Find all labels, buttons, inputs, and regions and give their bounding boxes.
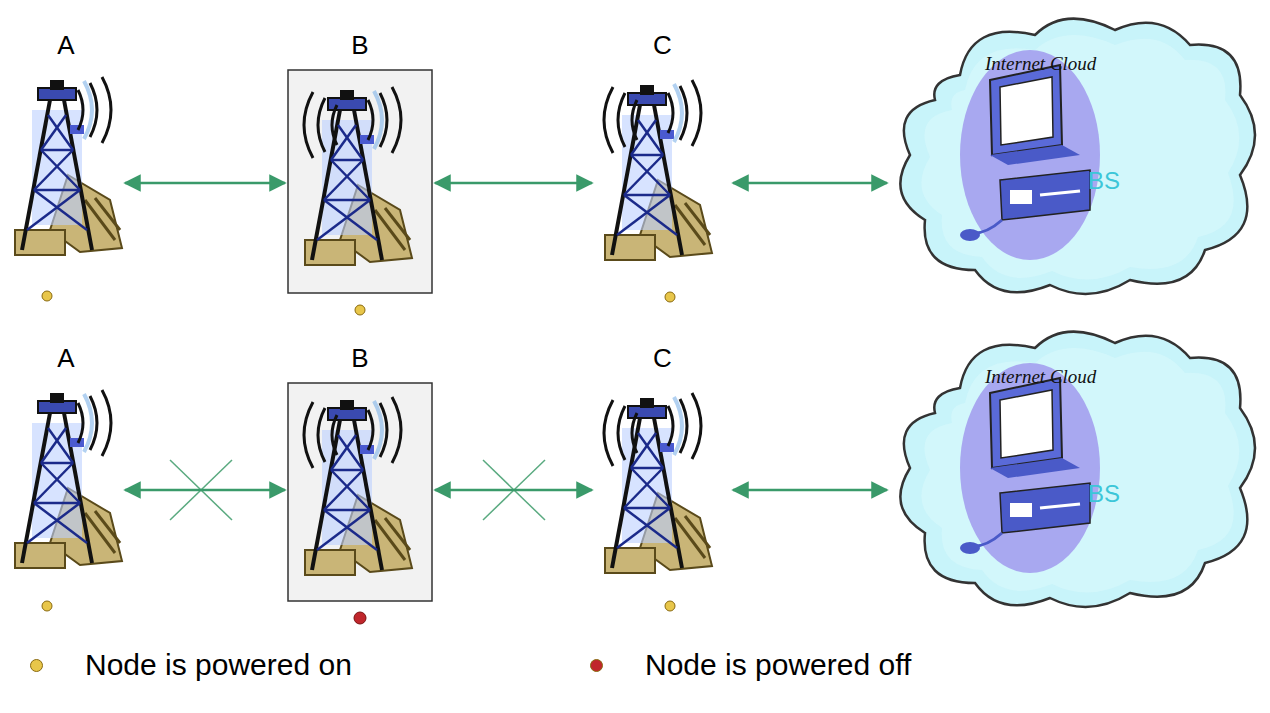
station-label: BS <box>1088 480 1120 508</box>
node-letter: A <box>10 30 122 60</box>
legend-dot <box>30 659 43 672</box>
tower-node: B <box>288 343 432 601</box>
link-arrow <box>435 489 592 492</box>
legend-item: Node is powered off <box>590 640 911 690</box>
cloud-title: Internet Cloud <box>985 53 1096 75</box>
cloud-title: Internet Cloud <box>985 366 1096 388</box>
station-label: BS <box>1088 167 1120 195</box>
legend-text: Node is powered on <box>85 648 352 682</box>
node-letter: B <box>288 343 432 373</box>
link-arrow <box>125 489 285 492</box>
node-letter: B <box>288 30 432 60</box>
tower-node: C <box>595 343 730 578</box>
legend: Node is powered on Node is powered off <box>30 640 1230 690</box>
legend-item: Node is powered on <box>30 640 352 690</box>
internet-cloud: Internet CloudBS <box>890 5 1265 300</box>
node-letter: C <box>595 343 730 373</box>
tower-node: A <box>10 30 122 262</box>
link-arrow <box>125 182 285 185</box>
legend-text: Node is powered off <box>645 648 911 682</box>
legend-dot <box>590 659 603 672</box>
node-letter: C <box>595 30 730 60</box>
link-arrow <box>733 182 887 185</box>
tower-node: A <box>10 343 122 575</box>
internet-cloud: Internet CloudBS <box>890 318 1265 613</box>
node-letter: A <box>10 343 122 373</box>
link-arrow <box>435 182 592 185</box>
tower-node: B <box>288 30 432 293</box>
tower-node: C <box>595 30 730 265</box>
link-arrow <box>733 489 887 492</box>
